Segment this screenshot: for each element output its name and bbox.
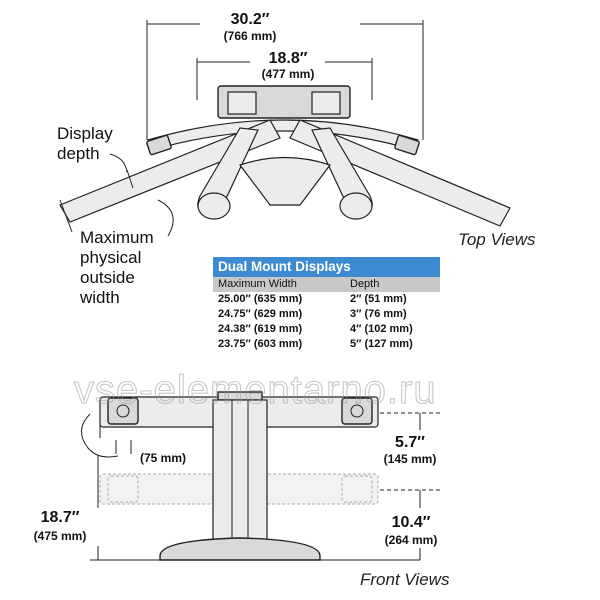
front-right-vesa-knob <box>350 404 364 418</box>
top-right-hinge <box>394 134 420 156</box>
outer-width-metric: (766 mm) <box>224 29 277 43</box>
max-width-leader-left <box>59 199 73 233</box>
max-width-label-line4: width <box>79 288 120 307</box>
table-row: 24.38″ (619 mm) 4″ (102 mm) <box>213 322 440 337</box>
max-width-leader-right <box>157 199 174 237</box>
outer-width-label: 30.2″ <box>231 11 270 28</box>
table-header-depth: Depth <box>350 278 380 290</box>
front-left-vesa-plate-lower <box>107 475 139 503</box>
top-right-display <box>289 119 511 227</box>
table-title: Dual Mount Displays <box>213 257 440 277</box>
total-height-metric: (475 mm) <box>34 529 87 543</box>
top-left-display <box>59 119 281 223</box>
max-width-label-line1: Maximum <box>80 228 154 247</box>
front-right-vesa-plate-lower <box>341 475 373 503</box>
table-cell-width: 23.75″ (603 mm) <box>218 338 303 350</box>
top-base <box>239 156 331 206</box>
top-center-mount-left-plate <box>227 91 257 115</box>
front-right-vesa-plate <box>341 397 373 425</box>
max-width-label-line3: outside <box>80 268 135 287</box>
dual-mount-table: Dual Mount Displays Maximum Width Depth … <box>213 257 440 352</box>
table-cell-width: 24.38″ (619 mm) <box>218 323 303 335</box>
display-depth-tick <box>126 169 134 189</box>
front-view: (75 mm) 5.7″ (145 mm) 10.4″ (264 mm) 18.… <box>34 391 450 589</box>
table-cell-width: 25.00″ (635 mm) <box>218 293 303 305</box>
lower-height-metric: (264 mm) <box>385 533 438 547</box>
top-crossbar <box>147 119 419 151</box>
display-depth-leader <box>109 153 128 173</box>
top-view: 30.2″ (766 mm) 18.8″ (477 mm) Display de… <box>57 11 536 307</box>
inner-width-label: 18.8″ <box>269 50 308 67</box>
display-depth-label-line2: depth <box>57 144 100 163</box>
top-right-foot <box>339 192 373 220</box>
top-center-mount-right-plate <box>311 91 341 115</box>
table-header-max-width: Maximum Width <box>218 278 297 290</box>
front-left-vesa-knob <box>116 404 130 418</box>
table-header-row: Maximum Width Depth <box>213 277 440 292</box>
watermark: vse-elementarno.ru <box>74 368 437 412</box>
max-width-label-line2: physical <box>80 248 141 267</box>
inner-width-metric: (477 mm) <box>262 67 315 81</box>
display-depth-label-line1: Display <box>57 124 113 143</box>
top-left-foot <box>197 192 231 220</box>
vesa-leader <box>81 413 119 458</box>
upper-height-metric: (145 mm) <box>384 452 437 466</box>
table-row: 24.75″ (629 mm) 3″ (76 mm) <box>213 307 440 322</box>
table-row: 23.75″ (603 mm) 5″ (127 mm) <box>213 337 440 352</box>
front-left-vesa-plate <box>107 397 139 425</box>
table-cell-depth: 2″ (51 mm) <box>350 293 407 305</box>
vesa-spacing-label: (75 mm) <box>140 451 186 465</box>
front-views-label: Front Views <box>360 570 450 589</box>
front-column <box>212 399 268 541</box>
top-left-hinge <box>146 134 172 156</box>
lower-height-label: 10.4″ <box>392 514 431 531</box>
table-cell-depth: 3″ (76 mm) <box>350 308 407 320</box>
total-height-label: 18.7″ <box>41 509 80 526</box>
table-cell-width: 24.75″ (629 mm) <box>218 308 303 320</box>
top-views-label: Top Views <box>458 230 536 249</box>
table-cell-depth: 4″ (102 mm) <box>350 323 413 335</box>
table-row: 25.00″ (635 mm) 2″ (51 mm) <box>213 292 440 307</box>
table-cell-depth: 5″ (127 mm) <box>350 338 413 350</box>
front-base <box>159 537 321 561</box>
upper-height-label: 5.7″ <box>395 434 425 451</box>
